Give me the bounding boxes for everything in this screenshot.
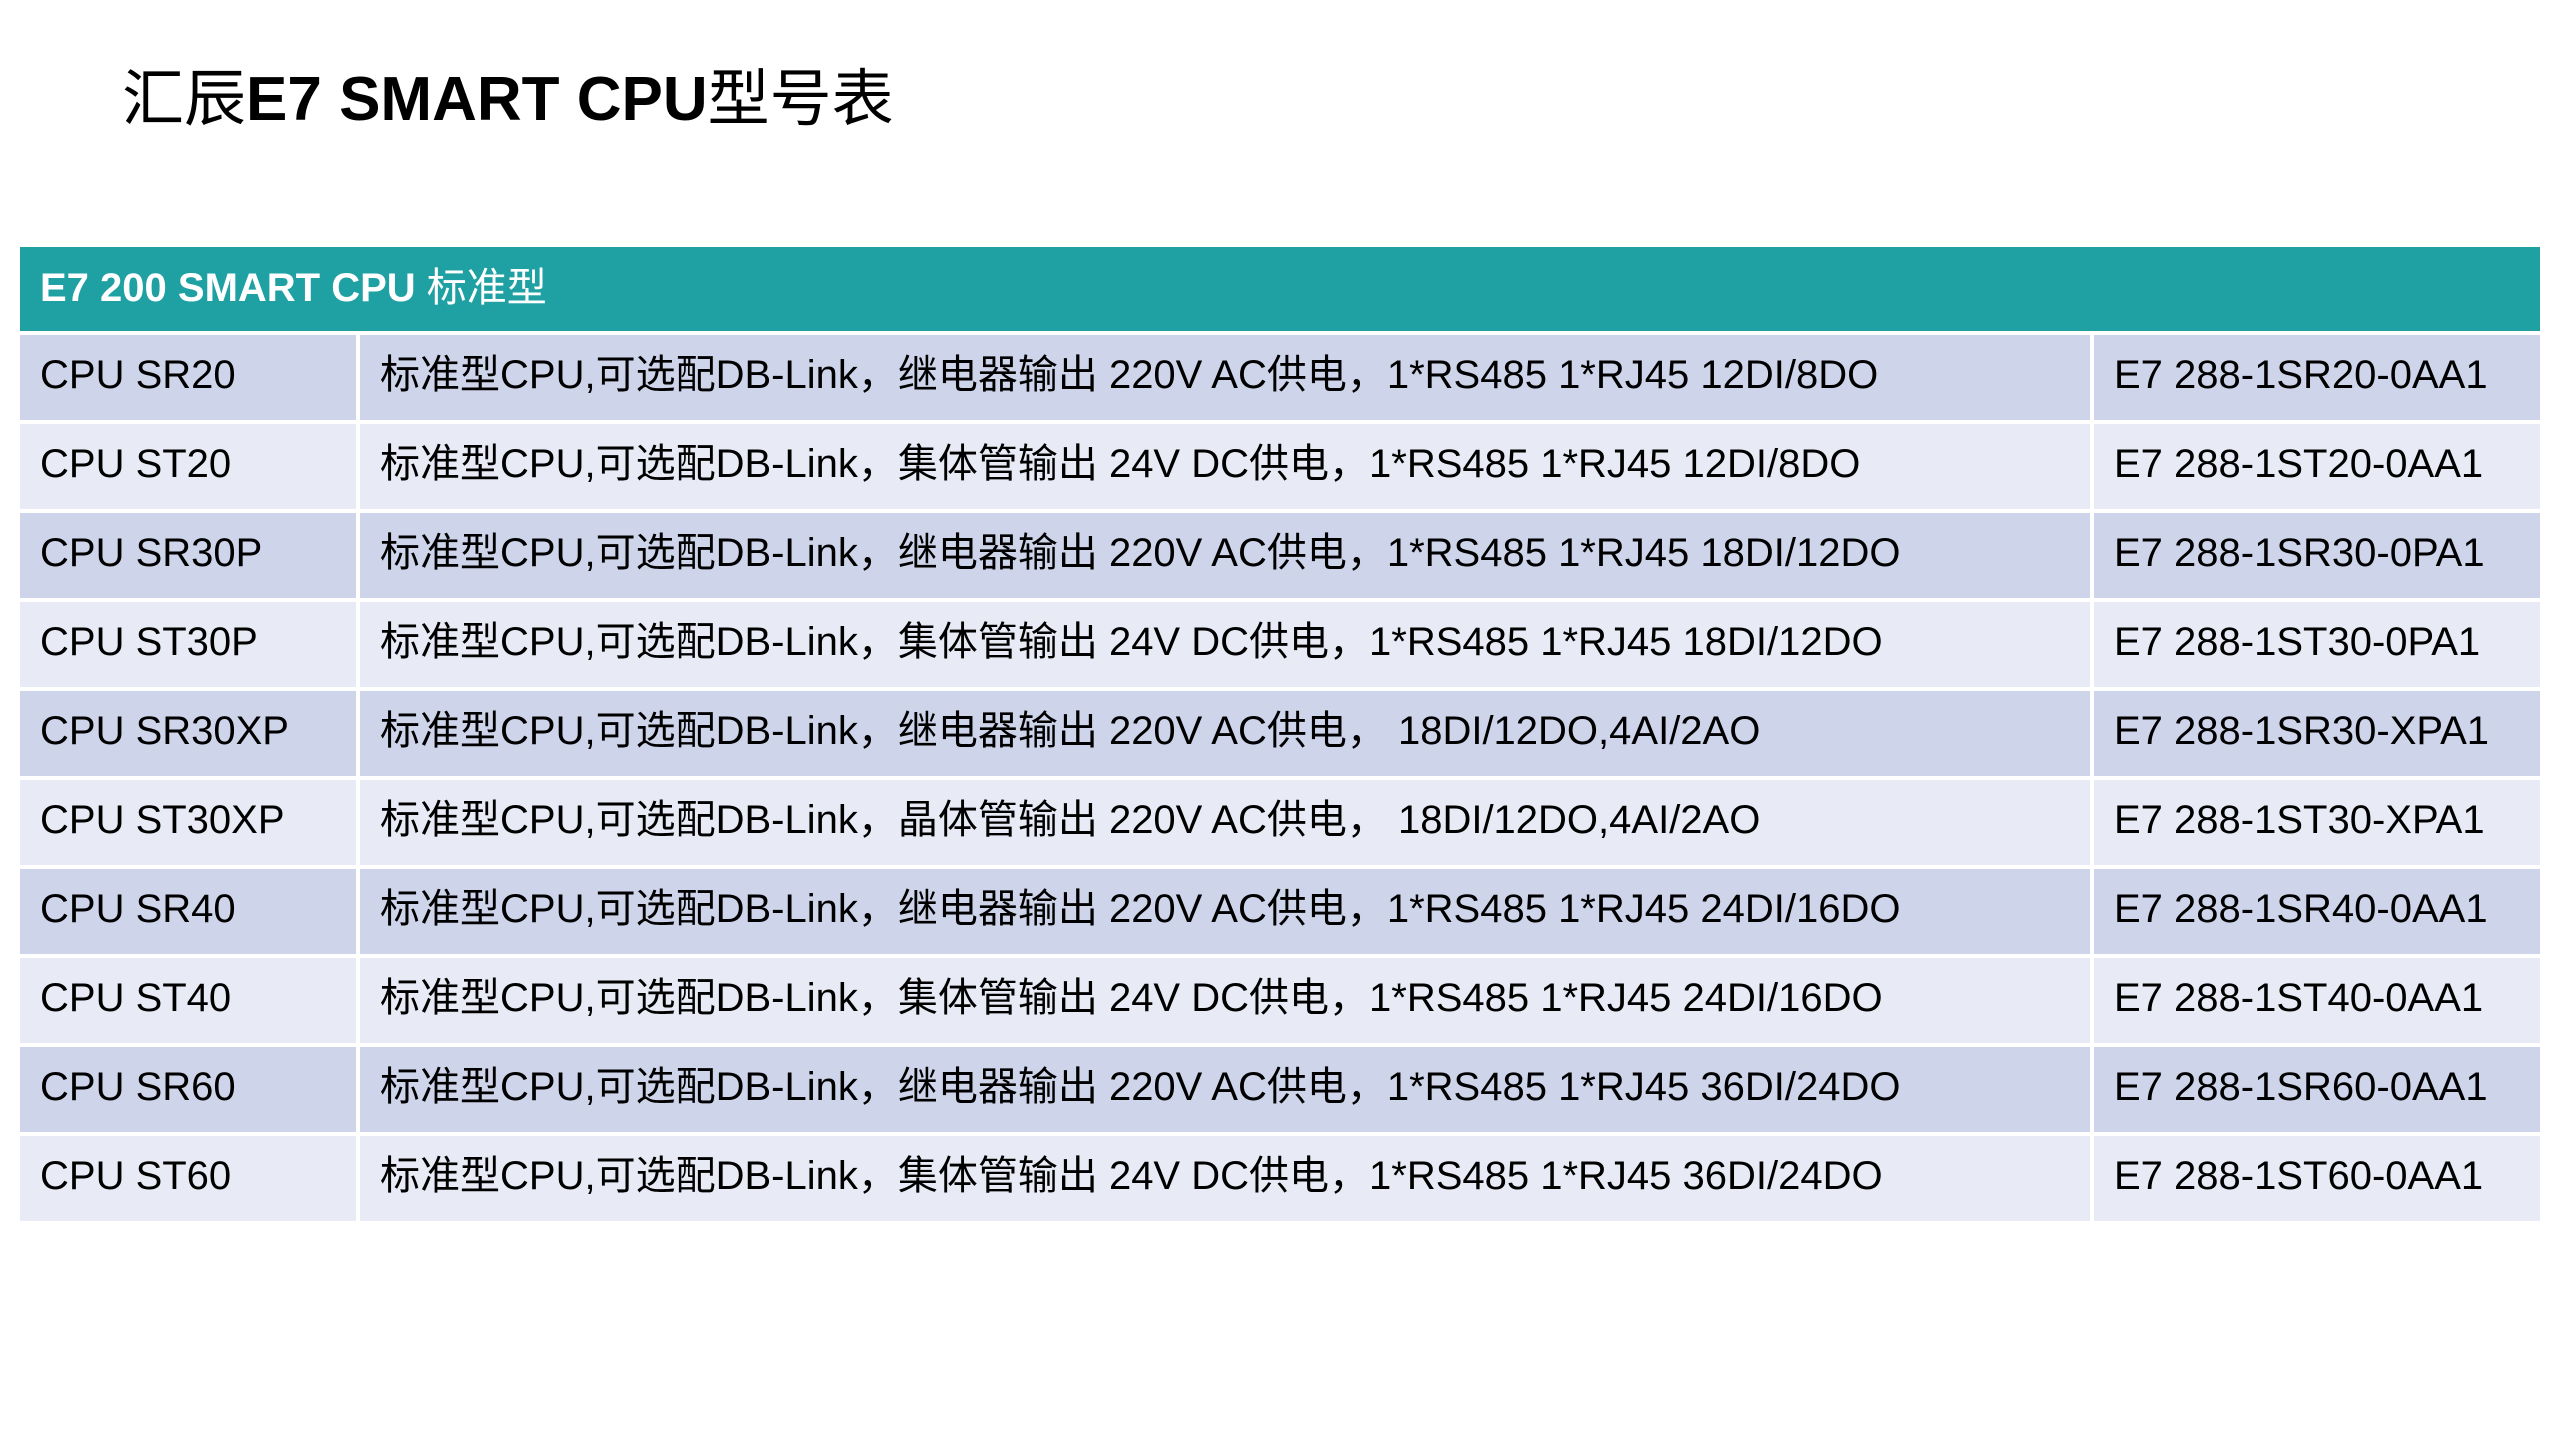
- table-row: CPU ST40 标准型CPU,可选配DB-Link，集体管输出 24V DC供…: [20, 954, 2540, 1043]
- table-row: CPU ST30XP 标准型CPU,可选配DB-Link，晶体管输出 220V …: [20, 776, 2540, 865]
- cell-model: CPU ST20: [20, 424, 356, 509]
- table-row: CPU ST60 标准型CPU,可选配DB-Link，集体管输出 24V DC供…: [20, 1132, 2540, 1221]
- cell-order-number: E7 288-1ST30-XPA1: [2090, 780, 2540, 865]
- cell-description: 标准型CPU,可选配DB-Link，集体管输出 24V DC供电，1*RS485…: [356, 602, 2090, 687]
- cpu-model-table: E7 200 SMART CPU 标准型 CPU SR20 标准型CPU,可选配…: [20, 247, 2540, 1221]
- cell-model: CPU SR40: [20, 869, 356, 954]
- cell-model: CPU ST30P: [20, 602, 356, 687]
- cell-model: CPU SR60: [20, 1047, 356, 1132]
- cell-order-number: E7 288-1SR40-0AA1: [2090, 869, 2540, 954]
- table-row: CPU SR20 标准型CPU,可选配DB-Link，继电器输出 220V AC…: [20, 331, 2540, 420]
- cell-order-number: E7 288-1SR20-0AA1: [2090, 335, 2540, 420]
- table-row: CPU SR40 标准型CPU,可选配DB-Link，继电器输出 220V AC…: [20, 865, 2540, 954]
- page-title-suffix: 型号表: [707, 62, 894, 135]
- cell-model: CPU ST40: [20, 958, 356, 1043]
- cell-description: 标准型CPU,可选配DB-Link，集体管输出 24V DC供电，1*RS485…: [356, 1136, 2090, 1221]
- table-row: CPU SR30XP 标准型CPU,可选配DB-Link，继电器输出 220V …: [20, 687, 2540, 776]
- table-row: CPU SR60 标准型CPU,可选配DB-Link，继电器输出 220V AC…: [20, 1043, 2540, 1132]
- page-title-model: E7 SMART CPU: [246, 65, 708, 134]
- table-row: CPU ST30P 标准型CPU,可选配DB-Link，集体管输出 24V DC…: [20, 598, 2540, 687]
- cell-description: 标准型CPU,可选配DB-Link，继电器输出 220V AC供电， 18DI/…: [356, 691, 2090, 776]
- table-header: E7 200 SMART CPU 标准型: [20, 247, 2540, 331]
- table-header-model: E7 200 SMART CPU: [40, 266, 416, 310]
- cell-order-number: E7 288-1SR30-XPA1: [2090, 691, 2540, 776]
- cell-model: CPU ST60: [20, 1136, 356, 1221]
- cell-order-number: E7 288-1ST30-0PA1: [2090, 602, 2540, 687]
- cell-model: CPU SR30P: [20, 513, 356, 598]
- cell-model: CPU SR20: [20, 335, 356, 420]
- page-title: 汇辰E7 SMART CPU型号表: [122, 52, 894, 146]
- table-row: CPU ST20 标准型CPU,可选配DB-Link，集体管输出 24V DC供…: [20, 420, 2540, 509]
- cell-description: 标准型CPU,可选配DB-Link，集体管输出 24V DC供电，1*RS485…: [356, 958, 2090, 1043]
- table-header-type: 标准型: [426, 265, 547, 311]
- cell-description: 标准型CPU,可选配DB-Link，继电器输出 220V AC供电，1*RS48…: [356, 513, 2090, 598]
- cell-description: 标准型CPU,可选配DB-Link，继电器输出 220V AC供电，1*RS48…: [356, 869, 2090, 954]
- cell-order-number: E7 288-1SR30-0PA1: [2090, 513, 2540, 598]
- cell-order-number: E7 288-1SR60-0AA1: [2090, 1047, 2540, 1132]
- cell-description: 标准型CPU,可选配DB-Link，集体管输出 24V DC供电，1*RS485…: [356, 424, 2090, 509]
- cell-model: CPU ST30XP: [20, 780, 356, 865]
- cell-order-number: E7 288-1ST60-0AA1: [2090, 1136, 2540, 1221]
- table-row: CPU SR30P 标准型CPU,可选配DB-Link，继电器输出 220V A…: [20, 509, 2540, 598]
- cell-description: 标准型CPU,可选配DB-Link，继电器输出 220V AC供电，1*RS48…: [356, 1047, 2090, 1132]
- cell-description: 标准型CPU,可选配DB-Link，晶体管输出 220V AC供电， 18DI/…: [356, 780, 2090, 865]
- page-title-prefix: 汇辰: [122, 62, 247, 135]
- cell-order-number: E7 288-1ST20-0AA1: [2090, 424, 2540, 509]
- cell-order-number: E7 288-1ST40-0AA1: [2090, 958, 2540, 1043]
- cell-model: CPU SR30XP: [20, 691, 356, 776]
- cell-description: 标准型CPU,可选配DB-Link，继电器输出 220V AC供电，1*RS48…: [356, 335, 2090, 420]
